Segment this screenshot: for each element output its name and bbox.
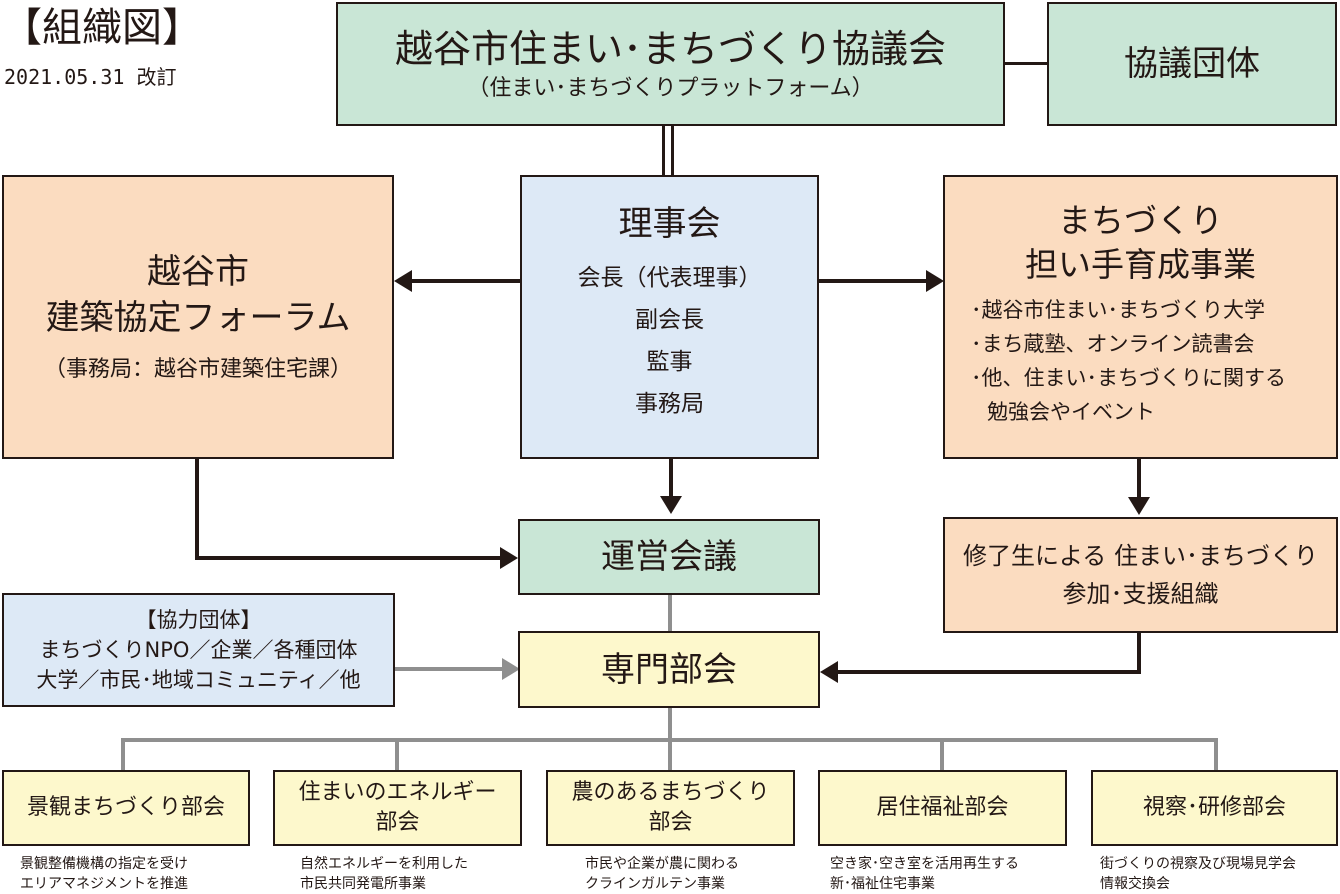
- connector-council-board-b: [671, 124, 674, 176]
- arrow-board-training-head: [926, 270, 944, 292]
- connector-sub-5: [1214, 738, 1218, 772]
- connector-sub-2: [395, 738, 399, 772]
- subcommittee-name: 部会: [375, 810, 420, 835]
- training-item: ･越谷市住まい･まちづくり大学: [971, 298, 1265, 322]
- partners-line2: 大学／市民･地域コミュニティ／他: [36, 668, 361, 692]
- board-role: 事務局: [635, 391, 704, 417]
- training-item: ･まち蔵塾、オンライン読書会: [971, 332, 1255, 356]
- connector-sub-4: [940, 738, 944, 772]
- training-item: 勉強会やイベント: [987, 400, 1155, 424]
- council-subtitle: （住まい･まちづくりプラットフォーム）: [467, 76, 874, 101]
- arrow-board-steering-line: [669, 458, 673, 498]
- training-item: ･他、住まい･まちづくりに関する: [971, 366, 1286, 390]
- subcommittee-name: 視察･研修部会: [1142, 795, 1286, 820]
- training-title-line1: まちづくり: [1058, 201, 1223, 240]
- subcommittee-name: 農のあるまちづくり: [571, 780, 770, 805]
- training-title-line2: 担い手育成事業: [1025, 245, 1256, 284]
- steering-box: 運営会議: [518, 519, 820, 595]
- subcommittee-name: 住まいのエネルギー: [298, 780, 497, 805]
- arrow-board-forum-line: [410, 279, 520, 283]
- committee-box: 専門部会: [518, 631, 820, 708]
- arrow-partners-committee-line: [395, 667, 505, 671]
- council-title: 越谷市住まい･まちづくり協議会: [394, 27, 946, 71]
- subcommittee-name: 景観まちづくり部会: [26, 795, 225, 820]
- graduates-line1: 修了生による 住まい･まちづくり: [963, 542, 1318, 570]
- connector-committee-down: [668, 706, 672, 740]
- forum-office: （事務局：越谷市建築住宅課）: [43, 357, 352, 382]
- partners-line1: まちづくりNPO／企業／各種団体: [39, 638, 358, 662]
- graduates-line2: 参加･支援組織: [1062, 580, 1219, 608]
- committee-label: 専門部会: [601, 649, 737, 690]
- desc-line: クラインガルテン事業: [585, 876, 725, 892]
- subcommittee-energy: 住まいのエネルギー 部会: [273, 770, 522, 846]
- desc-line: 空き家･空き室を活用再生する: [830, 856, 1019, 872]
- steering-label: 運営会議: [601, 537, 737, 577]
- arrow-graduates-committee-head: [820, 661, 838, 683]
- subcommittee-inspection: 視察･研修部会: [1091, 770, 1338, 846]
- arrow-training-graduates-line: [1137, 458, 1141, 500]
- arrow-training-graduates-head: [1128, 497, 1150, 515]
- subcommittee-agriculture: 農のあるまちづくり 部会: [546, 770, 795, 846]
- desc-line: 市民や企業が農に関わる: [585, 856, 739, 872]
- partners-box: 【協力団体】 まちづくりNPO／企業／各種団体 大学／市民･地域コミュニティ／他: [2, 593, 395, 707]
- board-title: 理事会: [618, 204, 721, 244]
- training-list: ･越谷市住まい･まちづくり大学 ･まち蔵塾、オンライン読書会 ･他、住まい･まち…: [971, 293, 1286, 429]
- board-box: 理事会 会長（代表理事） 副会長 監事 事務局: [520, 175, 819, 459]
- arrow-forum-steering-head: [500, 547, 518, 569]
- desc-line: 市民共同発電所事業: [300, 876, 426, 892]
- arrow-board-steering-head: [660, 496, 682, 514]
- subcommittee-desc: 市民や企業が農に関わる クラインガルテン事業: [585, 854, 739, 894]
- desc-line: 自然エネルギーを利用した: [300, 856, 468, 872]
- subcommittee-name: 居住福祉部会: [876, 795, 1009, 820]
- forum-box: 越谷市 建築協定フォーラム （事務局：越谷市建築住宅課）: [2, 175, 394, 459]
- arrow-graduates-committee-v: [1137, 632, 1141, 674]
- subcommittee-landscape: 景観まちづくり部会: [2, 770, 250, 846]
- arrow-forum-steering-v: [195, 458, 199, 560]
- subcommittee-welfare: 居住福祉部会: [818, 770, 1067, 846]
- revision-date: 2021.05.31 改訂: [4, 65, 177, 89]
- board-role: 副会長: [635, 307, 704, 333]
- board-role: 会長（代表理事）: [577, 265, 762, 291]
- arrow-forum-steering-h: [195, 556, 503, 560]
- connector-council-board-a: [662, 124, 665, 176]
- graduates-box: 修了生による 住まい･まちづくり 参加･支援組織: [943, 517, 1338, 633]
- subcommittee-desc: 景観整備機構の指定を受け エリアマネジメントを推進: [20, 854, 188, 894]
- forum-title-line2: 建築協定フォーラム: [45, 298, 351, 338]
- training-box: まちづくり 担い手育成事業 ･越谷市住まい･まちづくり大学 ･まち蔵塾、オンライ…: [943, 175, 1338, 459]
- forum-title-line1: 越谷市: [147, 252, 249, 292]
- desc-line: 景観整備機構の指定を受け: [20, 856, 188, 872]
- member-orgs-box: 協議団体: [1047, 2, 1337, 126]
- arrow-partners-committee-head: [502, 658, 520, 680]
- arrow-board-forum-head: [394, 270, 412, 292]
- connector-sub-1: [121, 738, 125, 772]
- connector-steering-committee: [668, 594, 672, 632]
- connector-sub-3: [668, 738, 672, 772]
- subcommittee-desc: 空き家･空き室を活用再生する 新･福祉住宅事業: [830, 854, 1019, 894]
- arrow-board-training-line: [818, 279, 928, 283]
- connector-council-members: [1004, 62, 1048, 65]
- board-role: 監事: [646, 349, 693, 375]
- member-orgs-label: 協議団体: [1124, 44, 1260, 84]
- subcommittee-desc: 自然エネルギーを利用した 市民共同発電所事業: [300, 854, 468, 894]
- partners-title: 【協力団体】: [135, 608, 262, 632]
- council-box: 越谷市住まい･まちづくり協議会 （住まい･まちづくりプラットフォーム）: [336, 2, 1005, 126]
- desc-line: 街づくりの視察及び現場見学会: [1100, 856, 1296, 872]
- page-title: 【組織図】: [2, 5, 202, 51]
- desc-line: エリアマネジメントを推進: [20, 876, 188, 892]
- subcommittee-desc: 街づくりの視察及び現場見学会 情報交換会: [1100, 854, 1296, 894]
- desc-line: 新･福祉住宅事業: [830, 876, 935, 892]
- arrow-graduates-committee-h: [836, 670, 1141, 674]
- subcommittee-name: 部会: [648, 810, 693, 835]
- desc-line: 情報交換会: [1100, 876, 1170, 892]
